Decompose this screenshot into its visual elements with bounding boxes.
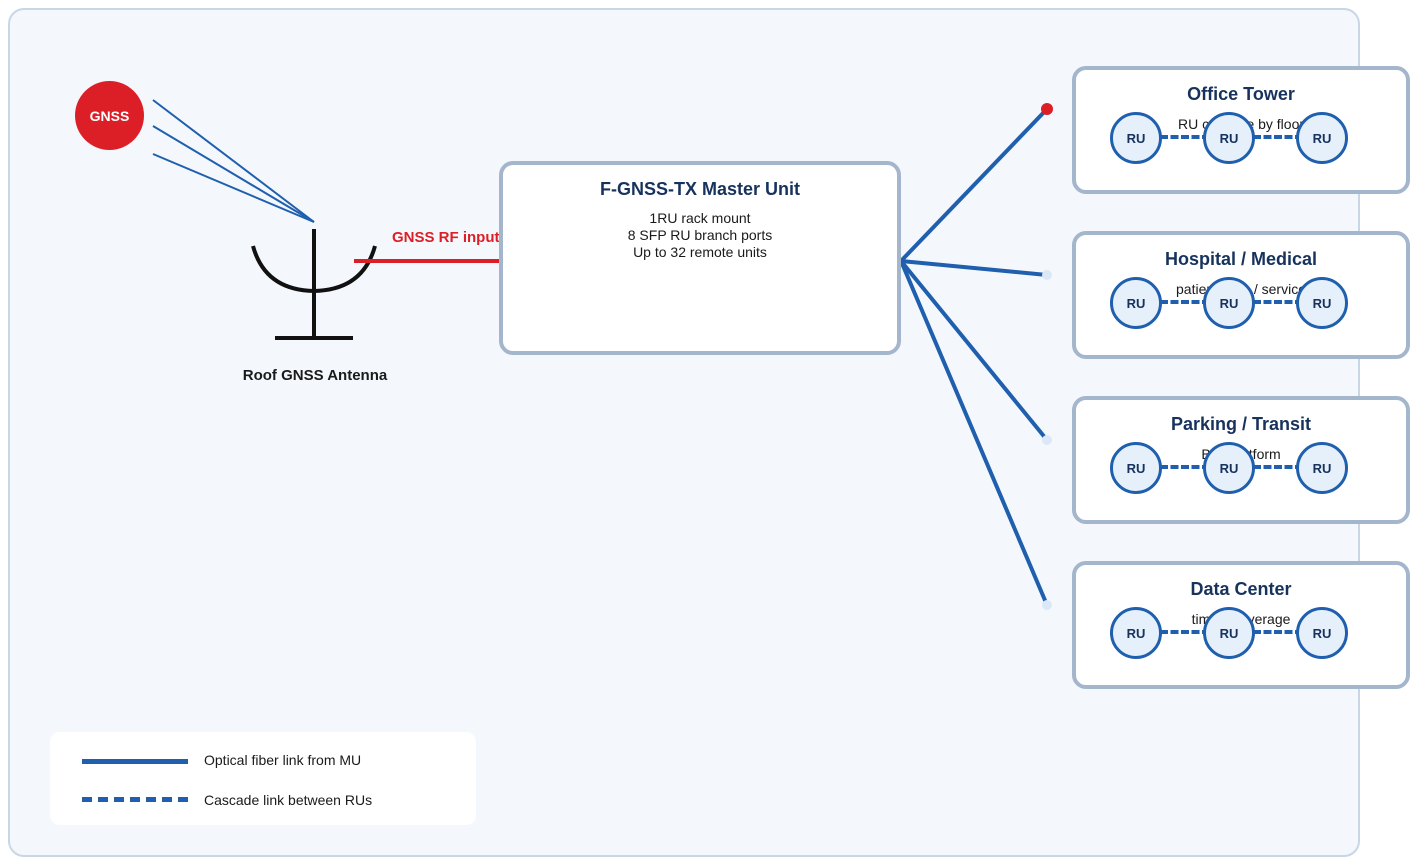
antenna-label: Roof GNSS Antenna — [242, 367, 388, 384]
master-unit-spec-line: 8 SFP RU branch ports — [627, 227, 773, 243]
site-title: Parking / Transit — [1170, 414, 1312, 434]
master-unit-spec-line: 1RU rack mount — [649, 210, 751, 226]
cascade-link — [1253, 630, 1303, 634]
ru-node: RU — [1203, 277, 1255, 329]
site-title: Hospital / Medical — [1164, 249, 1318, 269]
legend-cascade-swatch — [82, 797, 188, 802]
link-endpoint-parking — [1042, 435, 1052, 445]
ru-node: RU — [1296, 442, 1348, 494]
signal-ray-2 — [152, 125, 315, 223]
cascade-link — [1253, 135, 1303, 139]
ru-node: RU — [1110, 277, 1162, 329]
site-office-tower: Office Tower RU cascade by floor RU RU R… — [1072, 66, 1410, 194]
signal-ray-3 — [152, 153, 315, 223]
legend-cascade-label: Cascade link between RUs — [204, 792, 373, 808]
master-unit-box: F-GNSS-TX Master Unit 1RU rack mount 8 S… — [499, 161, 901, 355]
cascade-link — [1160, 630, 1210, 634]
cascade-link — [1160, 300, 1210, 304]
rf-input-label: GNSS RF input — [392, 229, 500, 246]
legend: Optical fiber link from MU Cascade link … — [50, 732, 476, 825]
cascade-link — [1253, 465, 1303, 469]
site-title: Data Center — [1190, 579, 1292, 599]
ru-node: RU — [1110, 607, 1162, 659]
master-unit-spec-line: Up to 32 remote units — [633, 244, 767, 260]
fiber-link-office — [899, 107, 1049, 263]
site-hospital-medical: Hospital / Medical patient area / servic… — [1072, 231, 1410, 359]
fiber-link-hospital — [900, 259, 1048, 277]
cascade-link — [1253, 300, 1303, 304]
legend-fiber-swatch — [82, 759, 188, 764]
ru-node: RU — [1296, 112, 1348, 164]
link-endpoint-datacenter — [1042, 600, 1052, 610]
ru-node: RU — [1203, 607, 1255, 659]
ru-node: RU — [1296, 277, 1348, 329]
ru-node: RU — [1110, 442, 1162, 494]
legend-fiber-label: Optical fiber link from MU — [204, 752, 362, 768]
gnss-satellite-icon: GNSS — [75, 81, 144, 150]
ru-node: RU — [1296, 607, 1348, 659]
ru-node: RU — [1203, 112, 1255, 164]
signal-ray-1 — [152, 99, 315, 223]
site-data-center: Data Center timing coverage RU RU RU — [1072, 561, 1410, 689]
fiber-link-datacenter — [899, 260, 1049, 606]
satellite-label: GNSS — [89, 107, 130, 124]
site-title: Office Tower — [1187, 84, 1295, 104]
site-parking-transit: Parking / Transit B1 / platform RU RU RU — [1072, 396, 1410, 524]
link-endpoint-office — [1041, 103, 1053, 115]
ru-node: RU — [1110, 112, 1162, 164]
master-unit-specs: 1RU rack mount 8 SFP RU branch ports Up … — [503, 210, 897, 261]
cascade-link — [1160, 465, 1210, 469]
master-unit-title: F-GNSS-TX Master Unit — [599, 179, 800, 199]
link-endpoint-hospital — [1042, 270, 1052, 280]
cascade-link — [1160, 135, 1210, 139]
fiber-link-parking — [899, 259, 1049, 442]
ru-node: RU — [1203, 442, 1255, 494]
